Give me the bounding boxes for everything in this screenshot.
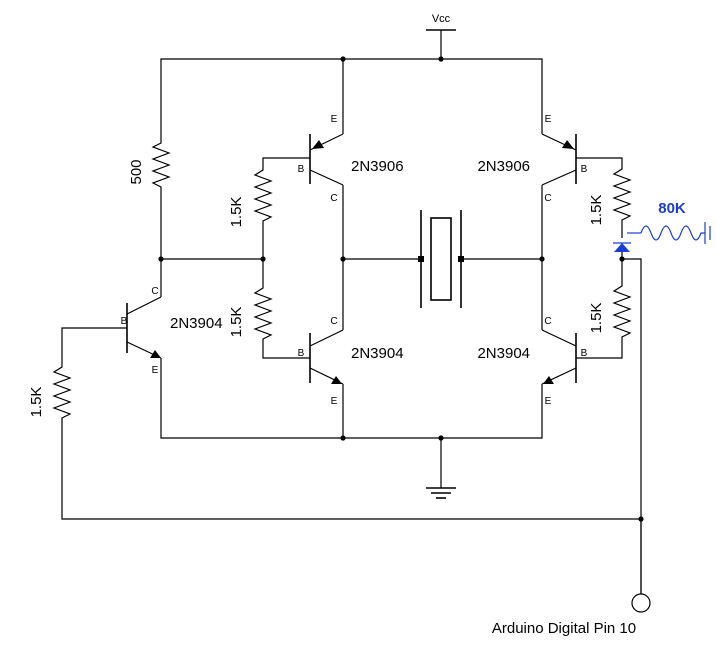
q5-collector-pin: C	[151, 286, 158, 297]
q4-part-label: 2N3904	[477, 345, 530, 362]
vcc-label: Vcc	[432, 13, 451, 25]
transistor-q5: C B E 2N3904	[121, 286, 223, 376]
q4-collector-pin: C	[544, 316, 551, 327]
resistor-q1-bias: 1.5K	[228, 166, 273, 230]
resistor-q2-bias: 1.5K	[588, 166, 632, 226]
q2-base-pin: B	[581, 164, 588, 175]
q3-emitter-pin: E	[331, 396, 338, 407]
diode-icon	[613, 242, 631, 252]
arduino-pin-label: Arduino Digital Pin 10	[492, 620, 636, 637]
q4-base-pin: B	[581, 348, 588, 359]
q2-collector-pin: C	[544, 193, 551, 204]
transistor-q2: E B C 2N3906	[477, 114, 588, 204]
transistor-q3: C B E 2N3904	[298, 316, 404, 407]
resistor-q3-bias-label: 1.5K	[228, 307, 245, 338]
q2-emitter-pin: E	[545, 114, 552, 125]
resistor-q2-bias-label: 1.5K	[588, 195, 605, 226]
piezo-element	[418, 210, 464, 308]
q1-base-pin: B	[298, 164, 305, 175]
potentiometer-80k-label: 80K	[658, 200, 686, 217]
ground-icon	[426, 487, 456, 499]
vcc-symbol: Vcc	[426, 13, 456, 31]
potentiometer-80k: 80K	[640, 200, 711, 244]
resistor-input-label: 1.5K	[28, 387, 45, 418]
transistor-q4: C B E 2N3904	[477, 316, 587, 407]
arduino-input-terminal: Arduino Digital Pin 10	[492, 519, 651, 637]
resistor-q1-bias-label: 1.5K	[228, 197, 245, 228]
resistor-q4-bias-label: 1.5K	[588, 303, 605, 334]
resistor-input: 1.5K	[28, 362, 72, 425]
junction-dots	[158, 56, 644, 522]
q5-part-label: 2N3904	[170, 315, 223, 332]
q1-part-label: 2N3906	[351, 158, 404, 175]
q1-emitter-pin: E	[331, 114, 338, 125]
q3-part-label: 2N3904	[351, 345, 404, 362]
resistor-500: 500	[128, 139, 171, 191]
resistor-q3-bias: 1.5K	[228, 285, 273, 341]
q2-part-label: 2N3906	[477, 158, 530, 175]
wires	[61, 30, 642, 594]
q3-base-pin: B	[298, 348, 305, 359]
resistor-q4-bias: 1.5K	[588, 282, 632, 342]
q3-collector-pin: C	[330, 316, 337, 327]
q1-collector-pin: C	[330, 193, 337, 204]
transistor-q1: E B C 2N3906	[298, 114, 404, 204]
q5-emitter-pin: E	[152, 365, 159, 376]
q4-emitter-pin: E	[545, 396, 552, 407]
resistor-500-label: 500	[128, 159, 145, 184]
q5-base-pin: B	[121, 316, 128, 327]
